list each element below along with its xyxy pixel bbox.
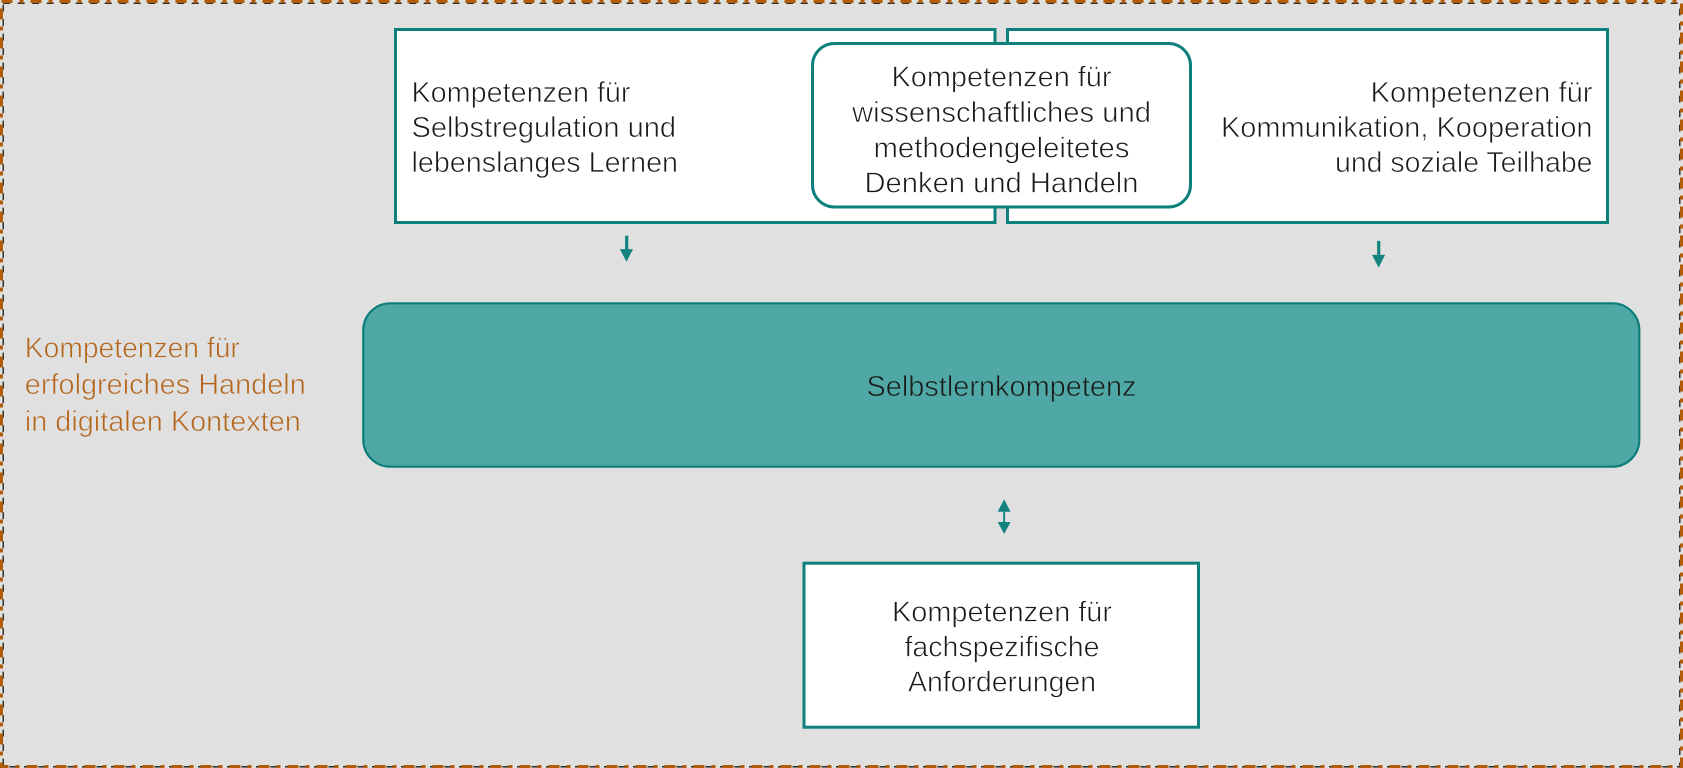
svg-text:Kommunikation, Kooperation: Kommunikation, Kooperation xyxy=(1221,112,1593,144)
svg-text:methodengeleitetes: methodengeleitetes xyxy=(874,132,1130,164)
svg-text:wissenschaftliches und: wissenschaftliches und xyxy=(851,97,1151,129)
svg-text:Denken und Handeln: Denken und Handeln xyxy=(865,168,1139,200)
svg-text:Anforderungen: Anforderungen xyxy=(908,667,1096,699)
svg-text:Kompetenzen für: Kompetenzen für xyxy=(1371,77,1593,109)
svg-text:lebenslanges Lernen: lebenslanges Lernen xyxy=(412,147,679,179)
svg-text:Selbstregulation und: Selbstregulation und xyxy=(412,112,677,144)
svg-text:fachspezifische: fachspezifische xyxy=(905,632,1100,664)
svg-text:Kompetenzen für: Kompetenzen für xyxy=(892,597,1112,629)
svg-text:und soziale Teilhabe: und soziale Teilhabe xyxy=(1335,147,1593,179)
svg-text:erfolgreiches Handeln: erfolgreiches Handeln xyxy=(25,369,306,401)
svg-text:Selbstlernkompetenz: Selbstlernkompetenz xyxy=(867,371,1137,403)
svg-text:Kompetenzen für: Kompetenzen für xyxy=(412,77,631,109)
svg-text:in digitalen Kontexten: in digitalen Kontexten xyxy=(25,406,301,438)
svg-text:Kompetenzen für: Kompetenzen für xyxy=(892,62,1112,94)
svg-text:Kompetenzen für: Kompetenzen für xyxy=(25,333,240,365)
